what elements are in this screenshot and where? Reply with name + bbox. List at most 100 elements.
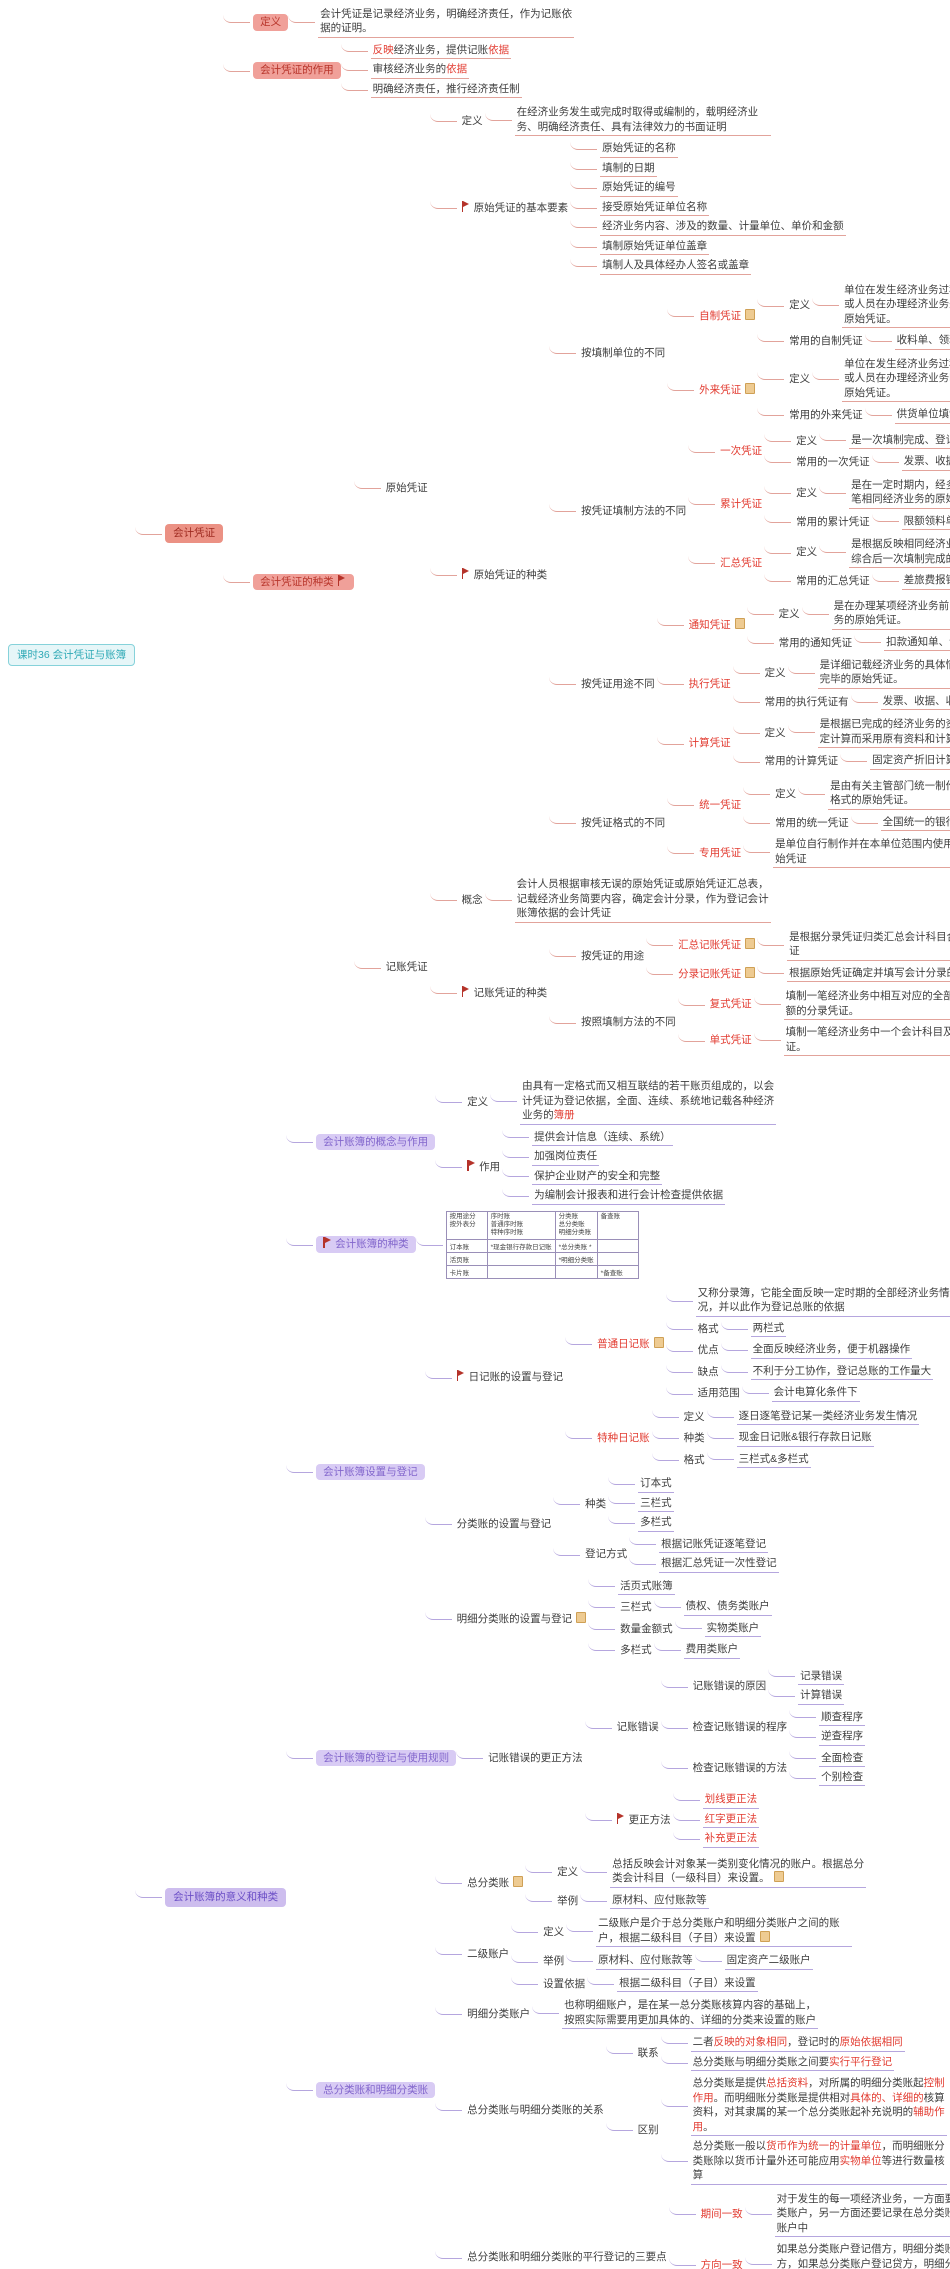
topic-text[interactable]: 多栏式 <box>588 1643 654 1657</box>
topic-text[interactable]: 按凭证的用途 <box>549 949 646 963</box>
topic-text[interactable]: 记账错误的原因 <box>660 1679 769 1693</box>
topic-text[interactable]: 分类账的设置与登记 <box>424 1517 554 1531</box>
topic-text[interactable]: 明确经济责任，推行经济责任制 <box>340 82 522 99</box>
topic-text[interactable]: 填制一笔经济业务中一个会计科目及其发生额的分录凭证。 <box>753 1025 950 1057</box>
topic-text[interactable]: 原始凭证的名称 <box>570 141 678 158</box>
topic-text[interactable]: 总分类账 <box>435 1875 525 1890</box>
topic-text[interactable]: 明细分类账户 <box>435 2007 532 2021</box>
topic-text[interactable]: 固定资产折旧计算单、工资计算单、产品成本计算单等 <box>840 753 950 770</box>
topic-text[interactable]: 按凭证用途不同 <box>549 677 657 691</box>
topic-box[interactable]: 会计凭证的作用 <box>223 62 341 79</box>
topic-text[interactable]: 原始凭证 <box>353 481 430 495</box>
topic-text[interactable]: 适用范围 <box>665 1386 742 1400</box>
topic-text[interactable]: 常用的汇总凭证 <box>764 574 872 588</box>
topic-text[interactable]: 三栏式 <box>608 1496 674 1513</box>
topic-text[interactable]: 三栏式 <box>588 1600 654 1614</box>
topic-text[interactable]: 格式 <box>651 1453 707 1467</box>
topic-text[interactable]: 限额领料单、费用登记表 <box>871 514 950 531</box>
topic-text[interactable]: 是在一定时期内，经多次填制完成、累计连续发生的多笔相同经济业务的原始凭证 <box>819 478 950 509</box>
topic-text[interactable]: 按照填制方法的不同 <box>549 1015 678 1029</box>
topic-text[interactable]: 区别 <box>605 2123 661 2137</box>
topic-text[interactable]: 根据记账凭证逐笔登记 <box>629 1537 769 1554</box>
topic-text[interactable]: 是一次填制完成、登记一笔经济业务的原始凭证 <box>819 433 950 450</box>
subtopic-red[interactable]: 汇总凭证 <box>688 556 764 570</box>
topic-text[interactable]: 两栏式 <box>721 1321 787 1338</box>
topic-text[interactable]: 原材料、应付账款等 <box>566 1953 695 1970</box>
topic-text[interactable]: 按凭证格式的不同 <box>549 816 667 830</box>
topic-text[interactable]: 多栏式 <box>608 1515 674 1532</box>
subtopic-red[interactable]: 统一凭证 <box>667 798 743 812</box>
topic-text[interactable]: 全国统一的银行结算凭证、按地区印制的统一发票等 <box>850 815 950 832</box>
topic-text[interactable]: 总分类账与明细分类账的关系 <box>435 2103 606 2117</box>
topic-text[interactable]: 如果总分类账户登记借方，明细分类账户必须登记借方，如果总分类账户登记贷方，明细分… <box>744 2242 950 2269</box>
topic-text[interactable]: 全面检查 <box>789 1751 866 1767</box>
topic-text[interactable]: 也称明细账户，是在某一总分类账核算内容的基础上，按照实际需要用更加具体的、详细的… <box>532 1998 819 2030</box>
topic-text[interactable]: 扣款通知单、调入（出）职工通知单、产品订货单等 <box>854 635 950 651</box>
topic-text[interactable]: 二级账户是介于总分类账户和明细分类账户之间的账户，根据二级科目（子目）来设置 <box>566 1916 853 1948</box>
topic-text[interactable]: 定义 <box>764 486 819 500</box>
subtopic-red[interactable]: 自制凭证 <box>667 309 757 323</box>
topic-text[interactable]: 概念 <box>429 893 485 907</box>
subtopic-red[interactable]: 执行凭证 <box>656 677 733 691</box>
topic-text[interactable]: 定义 <box>732 666 788 680</box>
topic-text[interactable]: 个别检查 <box>789 1770 866 1787</box>
subtopic-red[interactable]: 通知凭证 <box>656 617 747 632</box>
topic-text[interactable]: 种类 <box>651 1431 707 1445</box>
topic-text[interactable]: 逆查程序 <box>789 1729 866 1746</box>
topic-text[interactable]: 差旅费报销单、工资汇总表、材料耗用汇总表 <box>871 573 950 590</box>
topic-text[interactable]: 检查记账错误的方法 <box>660 1761 790 1775</box>
topic-text[interactable]: 在经济业务发生或完成时取得或编制的，载明经济业务、明确经济责任、具有法律效力的书… <box>484 105 771 137</box>
topic-text[interactable]: 保护企业财产的安全和完整 <box>502 1169 663 1186</box>
topic-text[interactable]: 收料单、领料单、产品入库单 <box>864 333 950 350</box>
topic-text[interactable]: 记账凭证的种类 <box>429 985 550 1000</box>
topic-text[interactable]: 单位在发生经济业务过程中，由外单位经办业务的部门或人员在办理经济业务时填制的、并… <box>812 357 950 403</box>
topic-text[interactable]: 总分类账和明细分类账的平行登记的三要点 <box>435 2250 669 2264</box>
subtopic-red[interactable]: 计算凭证 <box>656 736 733 750</box>
topic-text[interactable]: 优点 <box>665 1343 721 1357</box>
topic-text[interactable]: 原始凭证的基本要素 <box>429 200 571 215</box>
topic-text[interactable]: 不利于分工协作，登记总账的工作量大 <box>720 1364 934 1381</box>
topic-text[interactable]: 常用的外来凭证 <box>757 408 865 422</box>
topic-text[interactable]: 常用的累计凭证 <box>764 515 872 529</box>
subtopic-red[interactable]: 外来凭证 <box>667 382 757 397</box>
topic-text[interactable]: 定义 <box>429 114 485 128</box>
root-topic[interactable]: 课时36 会计凭证与账簿 <box>8 644 136 667</box>
topic-text[interactable]: 登记方式 <box>553 1547 629 1561</box>
subtopic-red[interactable]: 专用凭证 <box>667 846 743 860</box>
topic-text[interactable]: 是由有关主管部门统一制作并在相应范围内使用的标准格式的原始凭证。 <box>798 779 950 810</box>
topic-text[interactable]: 根据二级科目（子目）来设置 <box>587 1976 758 1993</box>
topic-text[interactable]: 费用类账户 <box>653 1642 741 1659</box>
topic-text[interactable]: 现金日记账&银行存款日记账 <box>706 1430 874 1447</box>
topic-text[interactable]: 设置依据 <box>511 1977 587 1991</box>
topic-text[interactable]: 活页式账簿 <box>588 1579 675 1596</box>
topic-text[interactable]: 固定资产二级账户 <box>694 1953 813 1970</box>
subtopic-red[interactable]: 复式凭证 <box>677 997 754 1011</box>
topic-text[interactable]: 总括反映会计对象某一类别变化情况的账户。根据总分类会计科目（一级科目）来设置。 <box>580 1857 867 1888</box>
topic-text[interactable]: 根据原始凭证确定并填写会计分录的记账凭证 <box>757 966 950 983</box>
topic-text[interactable]: 总分类账与明细分类账之间要实行平行登记 <box>660 2055 895 2072</box>
subtopic-red[interactable]: 划线更正法 <box>672 1792 760 1809</box>
topic-text[interactable]: 反映经济业务，提供记账依据 <box>340 43 512 60</box>
subtopic-red[interactable]: 汇总记账凭证 <box>646 938 757 952</box>
subtopic-red[interactable]: 期间一致 <box>668 2207 745 2221</box>
topic-box[interactable]: 会计账簿设置与登记 <box>286 1463 425 1481</box>
topic-text[interactable]: 是在办理某项经济业务前，指示或命令办理该项经济业务的原始凭证。 <box>801 599 950 630</box>
topic-box[interactable]: 会计凭证的种类 <box>223 573 354 591</box>
topic-text[interactable]: 原材料、应付账款等 <box>580 1893 709 1910</box>
topic-text[interactable]: 定义 <box>435 1095 490 1109</box>
topic-text[interactable]: 债权、债务类账户 <box>653 1599 772 1616</box>
topic-text[interactable]: 会计电算化条件下 <box>741 1385 860 1402</box>
topic-text[interactable]: 更正方法 <box>584 1812 673 1827</box>
topic-text[interactable]: 定义 <box>743 787 798 801</box>
topic-text[interactable]: 常用的计算凭证 <box>732 754 841 768</box>
topic-text[interactable]: 记账错误 <box>584 1720 661 1734</box>
topic-text[interactable]: 对于发生的每一项经济业务，一方面要记录有关的总分类账户，另一方面还要记录在总分类… <box>744 2192 950 2238</box>
topic-text[interactable]: 是根据分录凭证归类汇总会计科目合计发生额的记账凭证 <box>757 930 950 961</box>
topic-text[interactable]: 日记账的设置与登记 <box>424 1370 566 1384</box>
topic-text[interactable]: 经济业务内容、涉及的数量、计量单位、单价和金额 <box>570 219 846 236</box>
topic-text[interactable]: 逐日逐笔登记某一类经济业务发生情况 <box>706 1409 920 1426</box>
topic-box[interactable]: 会计账簿的登记与使用规则 <box>286 1749 457 1766</box>
topic-text[interactable]: 计算错误 <box>768 1688 845 1705</box>
subtopic-red[interactable]: 分录记账凭证 <box>646 966 757 981</box>
topic-text[interactable]: 会计人员根据审核无误的原始凭证或原始凭证汇总表，记载经济业务简要内容，确定会计分… <box>484 877 771 923</box>
